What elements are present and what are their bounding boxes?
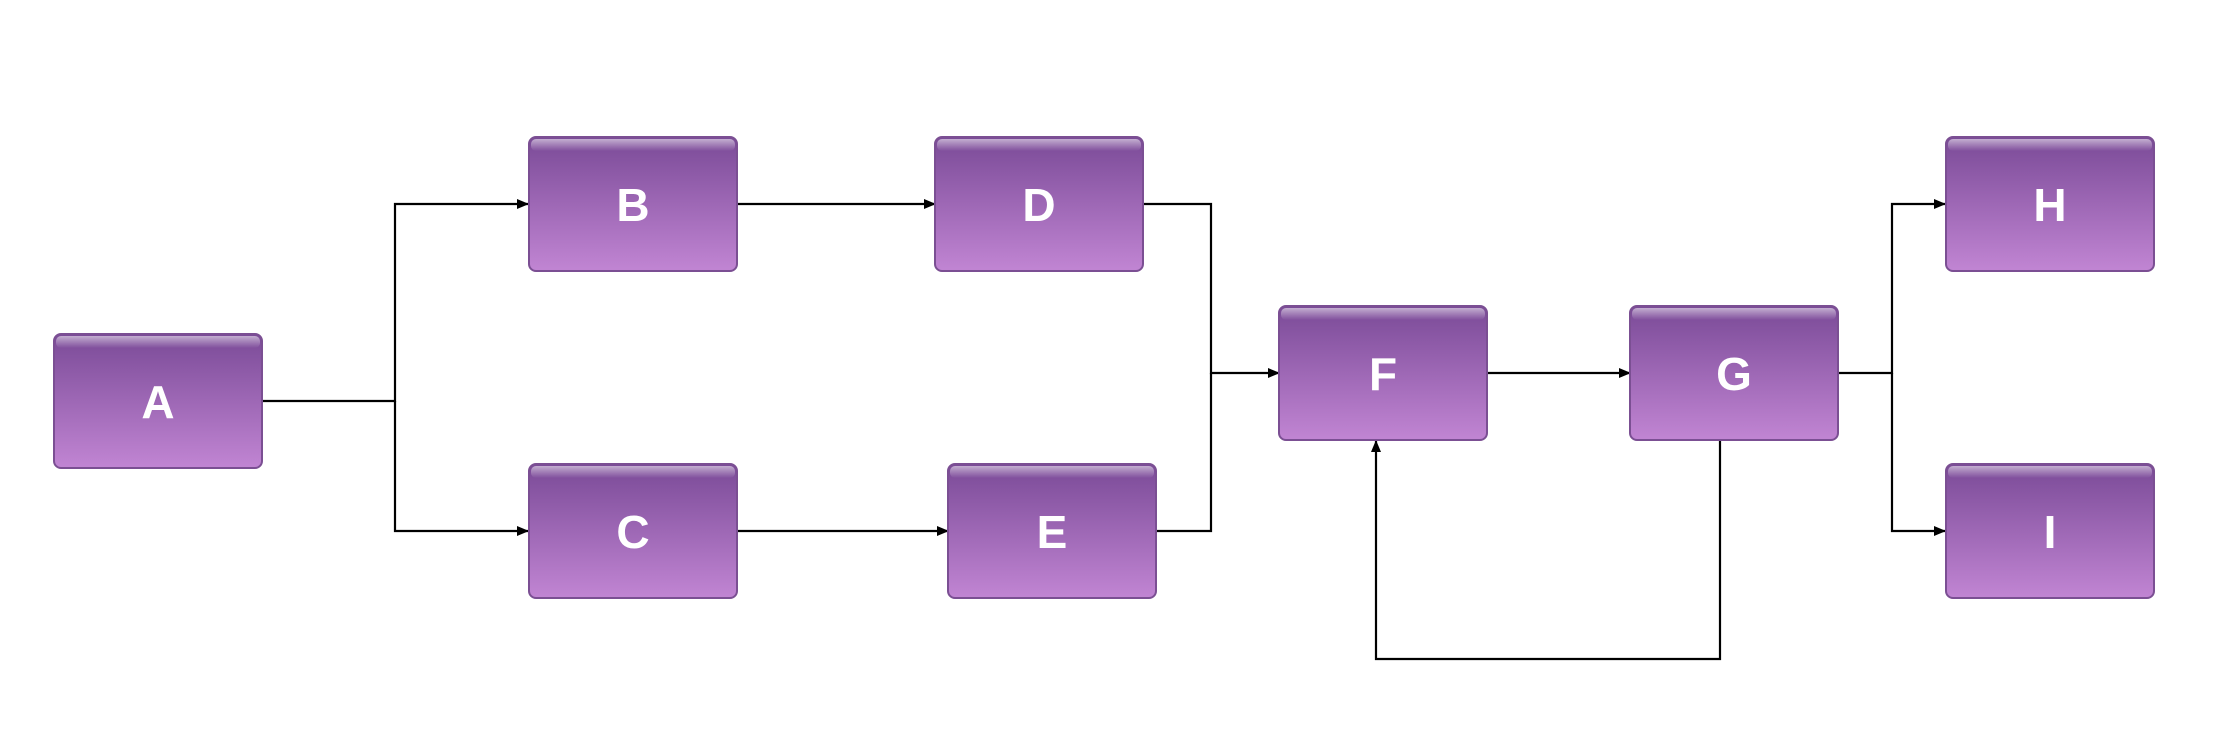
node-f-label: F: [1369, 348, 1397, 400]
node-c[interactable]: C: [528, 463, 738, 599]
edge-g-f-feedback: [1371, 440, 1722, 661]
node-h-label: H: [2033, 179, 2066, 231]
node-i[interactable]: I: [1945, 463, 2155, 599]
node-d-label: D: [1022, 179, 1055, 231]
node-d[interactable]: D: [934, 136, 1144, 272]
node-b[interactable]: B: [528, 136, 738, 272]
edge-a-b: [262, 199, 529, 403]
node-a-label: A: [141, 376, 174, 428]
node-e[interactable]: E: [947, 463, 1157, 599]
edges: [262, 199, 1946, 661]
node-b-label: B: [616, 179, 649, 231]
node-e-label: E: [1037, 506, 1068, 558]
node-c-label: C: [616, 506, 649, 558]
edge-a-c: [393, 401, 529, 536]
node-g[interactable]: G: [1629, 305, 1839, 441]
node-a[interactable]: A: [53, 333, 263, 469]
nodes: A B C D E F G: [53, 136, 2155, 599]
node-g-label: G: [1716, 348, 1752, 400]
edge-d-f: [1143, 202, 1280, 378]
node-i-label: I: [2044, 506, 2057, 558]
edge-g-i: [1890, 373, 1946, 536]
node-f[interactable]: F: [1278, 305, 1488, 441]
edge-g-h: [1837, 199, 1946, 375]
edge-e-f: [1156, 373, 1213, 533]
node-h[interactable]: H: [1945, 136, 2155, 272]
